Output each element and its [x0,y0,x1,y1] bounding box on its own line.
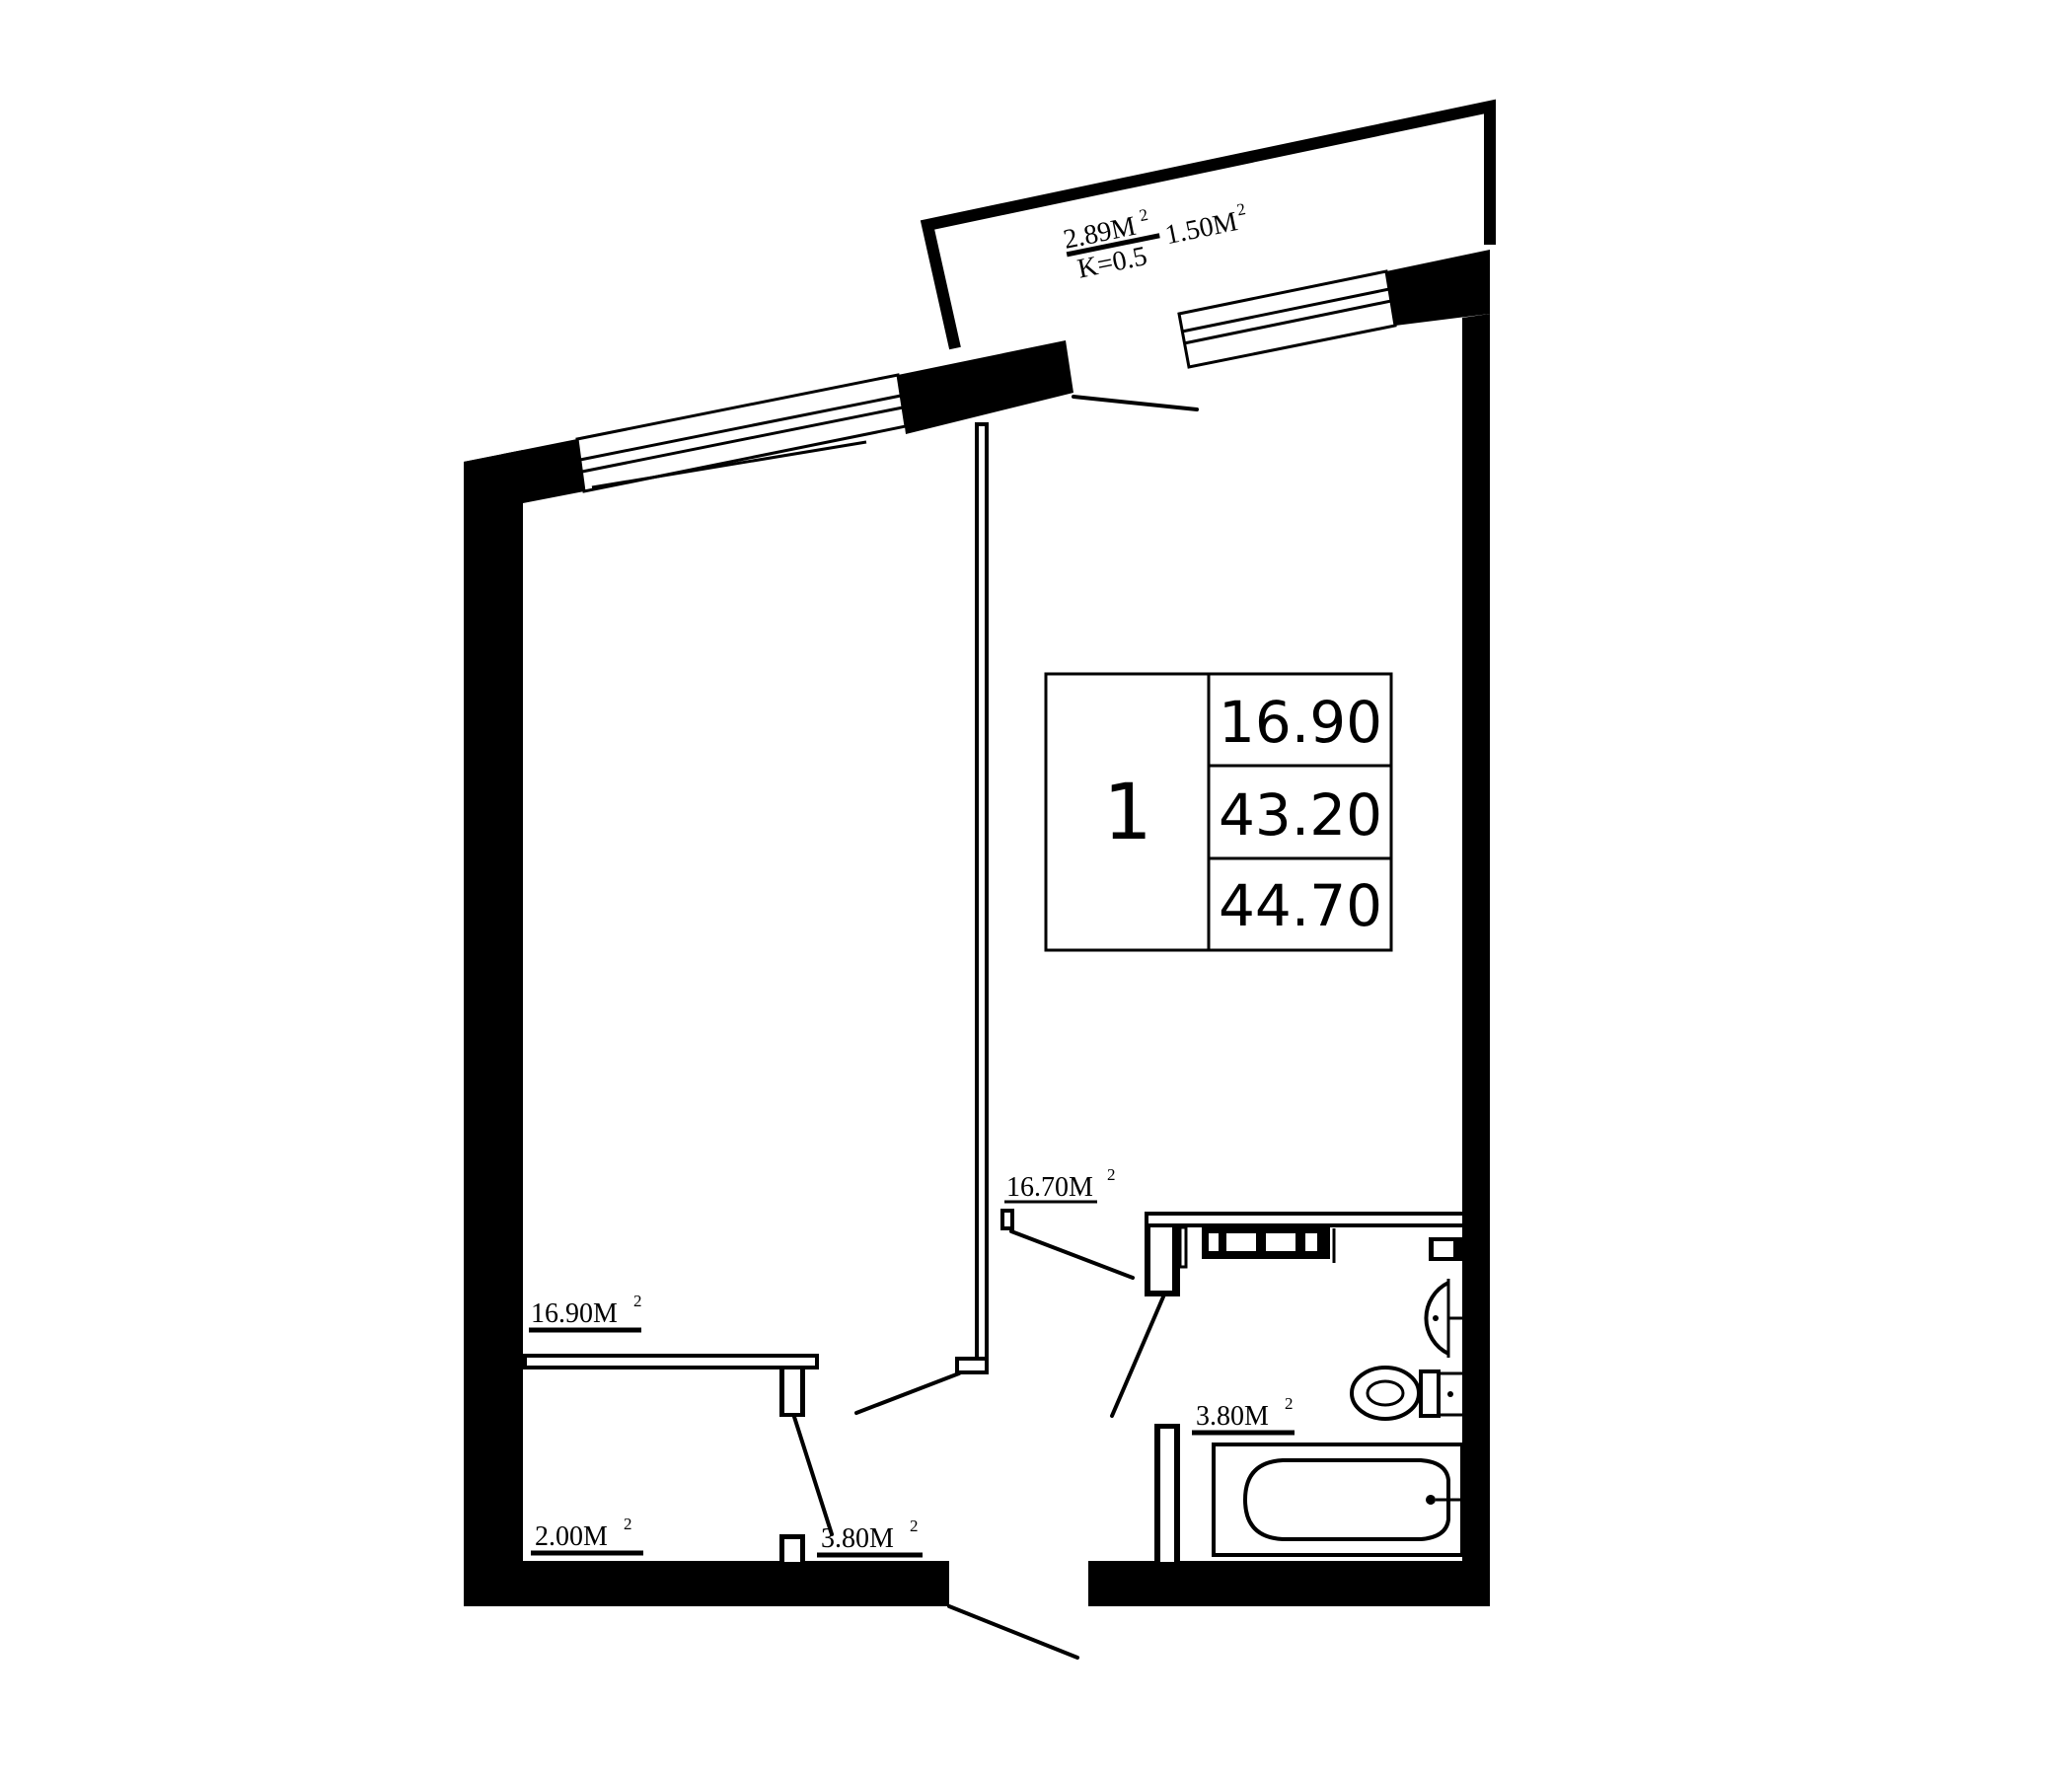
living-label: 16.70M 2 [1004,1165,1116,1204]
total-area-with-loggia: 44.70 [1219,872,1382,939]
room-labels: 2.89M 2 K=0.5 1.50M 2 16.70M 2 16.90M 2 … [529,199,1295,1558]
right-pier [1386,250,1490,326]
loggia-outline [920,99,1496,350]
bottom-right-wall [1088,1561,1490,1606]
living-area: 16.70M [1006,1172,1093,1203]
loggia-label: 2.89M 2 K=0.5 1.50M 2 [1061,199,1247,285]
right-wall [1462,314,1490,1606]
sink-icon [1424,1279,1462,1358]
bedroom-label: 16.90M 2 [529,1292,642,1333]
interior-partitions [523,422,1462,1562]
left-wall [464,450,523,1606]
bathroom-fixtures [1178,1223,1464,1557]
pipe-icon [1429,1237,1462,1261]
svg-text:2: 2 [624,1515,632,1533]
bedroom-area: 16.90M [531,1298,618,1329]
living-area-total: 16.90 [1219,689,1382,756]
window-pier [898,340,1073,434]
bathroom-label: 3.80M 2 [1192,1394,1295,1436]
living-window [1177,269,1397,369]
svg-text:2: 2 [1285,1394,1294,1413]
svg-text:2: 2 [1107,1165,1116,1184]
svg-text:2: 2 [633,1292,642,1310]
svg-text:2: 2 [1138,205,1149,225]
doors [792,395,1199,1660]
bathroom-door-leaf [1110,1293,1166,1418]
loggia-adjusted-area: 1.50M [1162,206,1240,251]
wardrobe-label: 2.00M 2 [531,1515,643,1556]
entrance-door-leaf [947,1604,1079,1660]
wardrobe-area: 2.00M [535,1521,608,1552]
hall-area: 3.80M [821,1523,894,1554]
top-left-wall [464,439,584,503]
exterior-walls [464,99,1496,1606]
total-area: 43.20 [1219,781,1382,849]
toilet-icon [1350,1366,1462,1421]
wardrobe-door-leaf [792,1415,834,1536]
partition-core [979,426,985,1371]
bedroom-door-leaf [854,1371,961,1415]
svg-text:2: 2 [910,1517,919,1535]
bedroom-window [575,373,908,493]
rooms-count: 1 [1103,769,1152,857]
bathroom-area: 3.80M [1196,1401,1269,1432]
living-door-leaf [1009,1229,1135,1280]
towel-rail-icon [1202,1223,1330,1259]
bathtub-icon [1212,1443,1464,1557]
apartment-info-box: 1 16.90 43.20 44.70 [1044,672,1393,952]
bottom-left-wall [464,1561,949,1606]
balcony-door-leaf [1072,395,1199,411]
svg-text:2: 2 [1235,199,1247,219]
hall-label: 3.80M 2 [817,1517,923,1558]
